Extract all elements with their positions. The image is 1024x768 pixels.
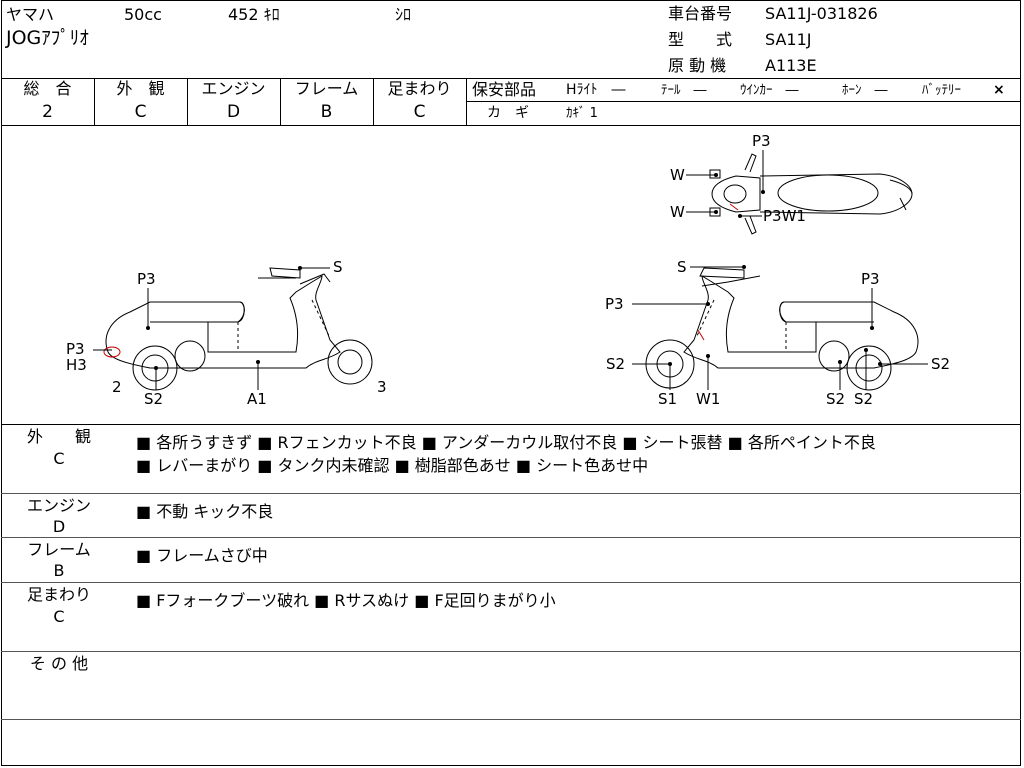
key-label: カ ギ bbox=[487, 105, 529, 121]
safety-item: ﾃｰﾙ ― bbox=[661, 83, 707, 98]
rating-value: B bbox=[320, 102, 333, 122]
safety-item: ﾊﾞｯﾃﾘｰ bbox=[922, 83, 961, 98]
rating-label: フレーム bbox=[294, 79, 359, 98]
section-grade: B bbox=[53, 561, 65, 580]
damage-diagram: P3 S P3 H3 2 S2 A1 3 P3 W W P3W1 S P3 P3… bbox=[0, 126, 1024, 424]
model-type-label: 型 式 bbox=[668, 30, 733, 49]
diagram-label: S2 bbox=[826, 390, 846, 408]
diagram-label: S2 bbox=[931, 355, 951, 373]
rating-value: C bbox=[134, 102, 147, 122]
diagram-label: P3 bbox=[137, 270, 156, 288]
section-note: ■ 不動 キック不良 bbox=[136, 502, 274, 521]
section-title: そ の 他 bbox=[29, 654, 89, 673]
rating-value: D bbox=[226, 102, 241, 122]
divider bbox=[1, 582, 1021, 583]
section-grade: D bbox=[52, 517, 66, 536]
safety-item: ｳｲﾝｶｰ ― bbox=[740, 83, 799, 98]
section-title: エンジン bbox=[26, 496, 91, 515]
maker: ヤマハ bbox=[6, 5, 55, 24]
divider bbox=[373, 78, 374, 125]
section-note: ■ レバーまがり ■ タンク内未確認 ■ 樹脂部色あせ ■ シート色あせ中 bbox=[136, 456, 649, 475]
divider bbox=[1, 78, 1021, 79]
divider bbox=[1, 537, 1021, 538]
safety-item: Hﾗｲﾄ ― bbox=[566, 82, 626, 98]
diagram-label: P3 bbox=[752, 132, 771, 150]
mileage: 452 ｷﾛ bbox=[228, 5, 280, 24]
diagram-label: P3 bbox=[861, 270, 880, 288]
section-title: 足まわり bbox=[26, 585, 91, 604]
diagram-label: S2 bbox=[854, 390, 874, 408]
diagram-label: A1 bbox=[247, 390, 267, 408]
section-title: 外 観 bbox=[26, 427, 91, 446]
diagram-label: P3 bbox=[66, 340, 85, 358]
divider bbox=[466, 101, 1021, 102]
divider bbox=[94, 78, 95, 125]
model-type: SA11J bbox=[765, 30, 812, 49]
color: ｼﾛ bbox=[395, 5, 412, 24]
section-note: ■ フレームさび中 bbox=[136, 546, 268, 565]
scooter-diagram-svg bbox=[93, 150, 928, 391]
rating-label: 外 観 bbox=[116, 79, 165, 98]
diagram-label: P3W1 bbox=[763, 207, 806, 225]
displacement: 50cc bbox=[124, 5, 162, 24]
divider bbox=[1, 651, 1021, 652]
divider bbox=[1, 125, 1021, 126]
divider bbox=[280, 78, 281, 125]
section-grade: C bbox=[53, 607, 65, 626]
diagram-label: S1 bbox=[658, 390, 678, 408]
leader-lines bbox=[93, 150, 928, 390]
diagram-label: H3 bbox=[66, 356, 87, 374]
rating-value: 2 bbox=[42, 102, 53, 122]
frame-number: SA11J-031826 bbox=[765, 4, 878, 23]
diagram-label: S2 bbox=[144, 390, 164, 408]
damage-dots bbox=[146, 173, 882, 370]
scooter-top-view bbox=[709, 153, 913, 235]
engine-model-label: 原 動 機 bbox=[668, 56, 727, 75]
divider bbox=[1, 719, 1021, 720]
section-note: ■ Fフォークブーツ破れ ■ Rサスぬけ ■ F足回りまがり小 bbox=[136, 591, 556, 610]
rating-value: C bbox=[413, 102, 426, 122]
section-title: フレーム bbox=[27, 540, 91, 559]
diagram-label: W bbox=[670, 203, 685, 221]
rating-label: 総 合 bbox=[23, 79, 72, 98]
diagram-label: S bbox=[333, 258, 343, 276]
frame-number-label: 車台番号 bbox=[668, 4, 733, 23]
divider bbox=[187, 78, 188, 125]
section-grade: C bbox=[53, 449, 65, 468]
rating-label: 足まわり bbox=[387, 79, 452, 98]
diagram-label: S2 bbox=[606, 355, 626, 373]
key-value: ｶｷﾞ 1 bbox=[566, 106, 598, 121]
divider bbox=[1, 493, 1021, 494]
divider bbox=[1, 424, 1021, 425]
diagram-label: 2 bbox=[112, 378, 122, 396]
engine-model: A113E bbox=[765, 56, 817, 75]
battery-mark: × bbox=[993, 82, 1005, 98]
scooter-left-view bbox=[103, 267, 373, 391]
safety-label: 保安部品 bbox=[472, 80, 537, 99]
diagram-label: W1 bbox=[696, 390, 721, 408]
rating-label: エンジン bbox=[201, 79, 266, 98]
diagram-label: P3 bbox=[605, 295, 624, 313]
section-note: ■ 各所うすきず ■ Rフェンカット不良 ■ アンダーカウル取付不良 ■ シート… bbox=[136, 433, 876, 452]
diagram-label: W bbox=[670, 166, 685, 184]
scooter-right-view bbox=[645, 267, 919, 391]
model-name: JOGｱﾌﾟﾘｵ bbox=[6, 27, 89, 49]
diagram-label: S bbox=[677, 258, 687, 276]
safety-item: ﾎｰﾝ ― bbox=[842, 83, 888, 98]
diagram-label: 3 bbox=[377, 378, 387, 396]
